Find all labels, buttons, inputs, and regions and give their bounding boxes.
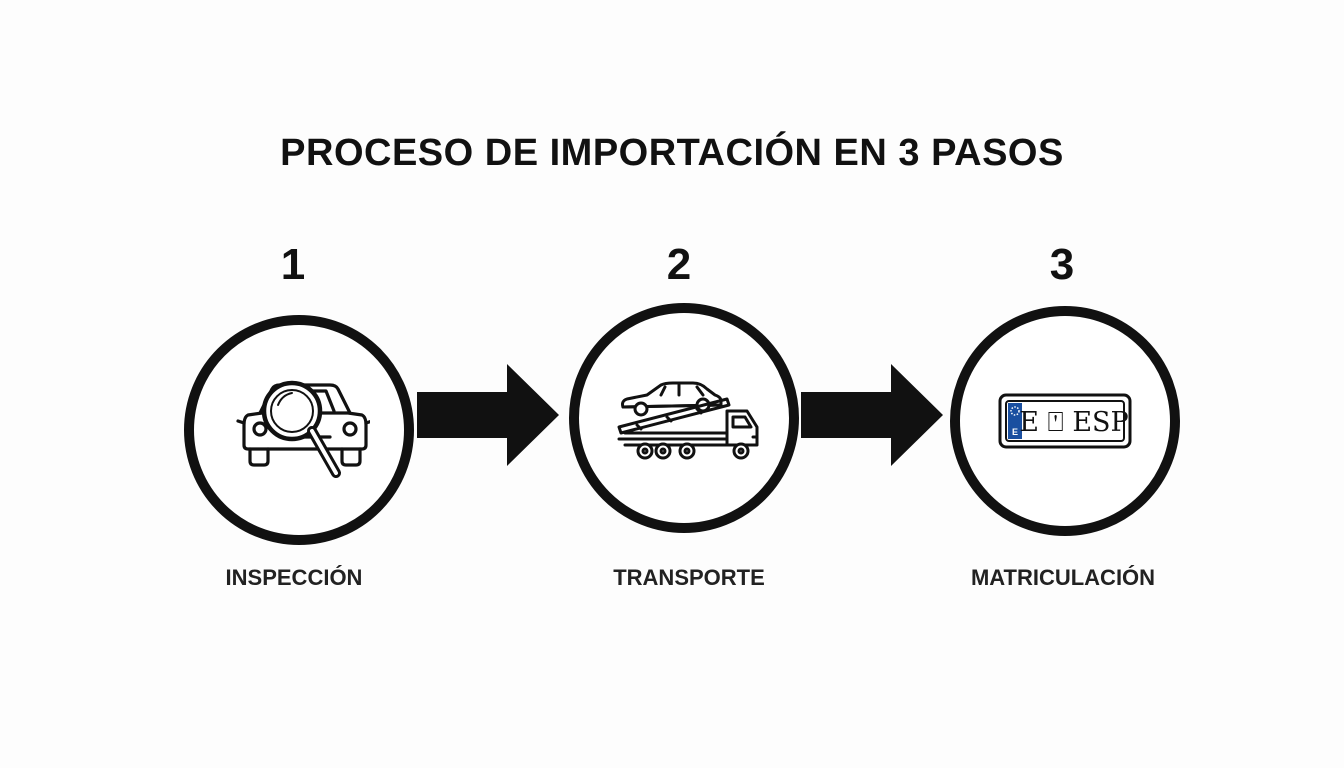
plate-country-code: E [1012,427,1018,437]
step-3-label: MATRICULACIÓN [970,565,1156,590]
diagram-title: PROCESO DE IMPORTACIÓN EN 3 PASOS [280,132,1064,174]
step-1-label: INSPECCIÓN [225,565,363,590]
step-2-number: 2 [666,240,692,289]
license-plate-icon: E E ⍞ ESP [998,393,1132,449]
step-2-label: TRANSPORTE [613,565,765,590]
plate-text: E ⍞ ESP [1019,407,1128,438]
arrow-right-icon [417,364,559,466]
magnifier-car-icon [236,380,370,478]
step-3-number: 3 [1049,240,1075,289]
step-2-circle [569,303,799,533]
step-3-circle: E E ⍞ ESP [950,306,1180,536]
tow-truck-icon [617,381,759,460]
arrow-right-icon [801,364,943,466]
step-1-circle [184,315,414,545]
step-1-number: 1 [280,240,306,289]
